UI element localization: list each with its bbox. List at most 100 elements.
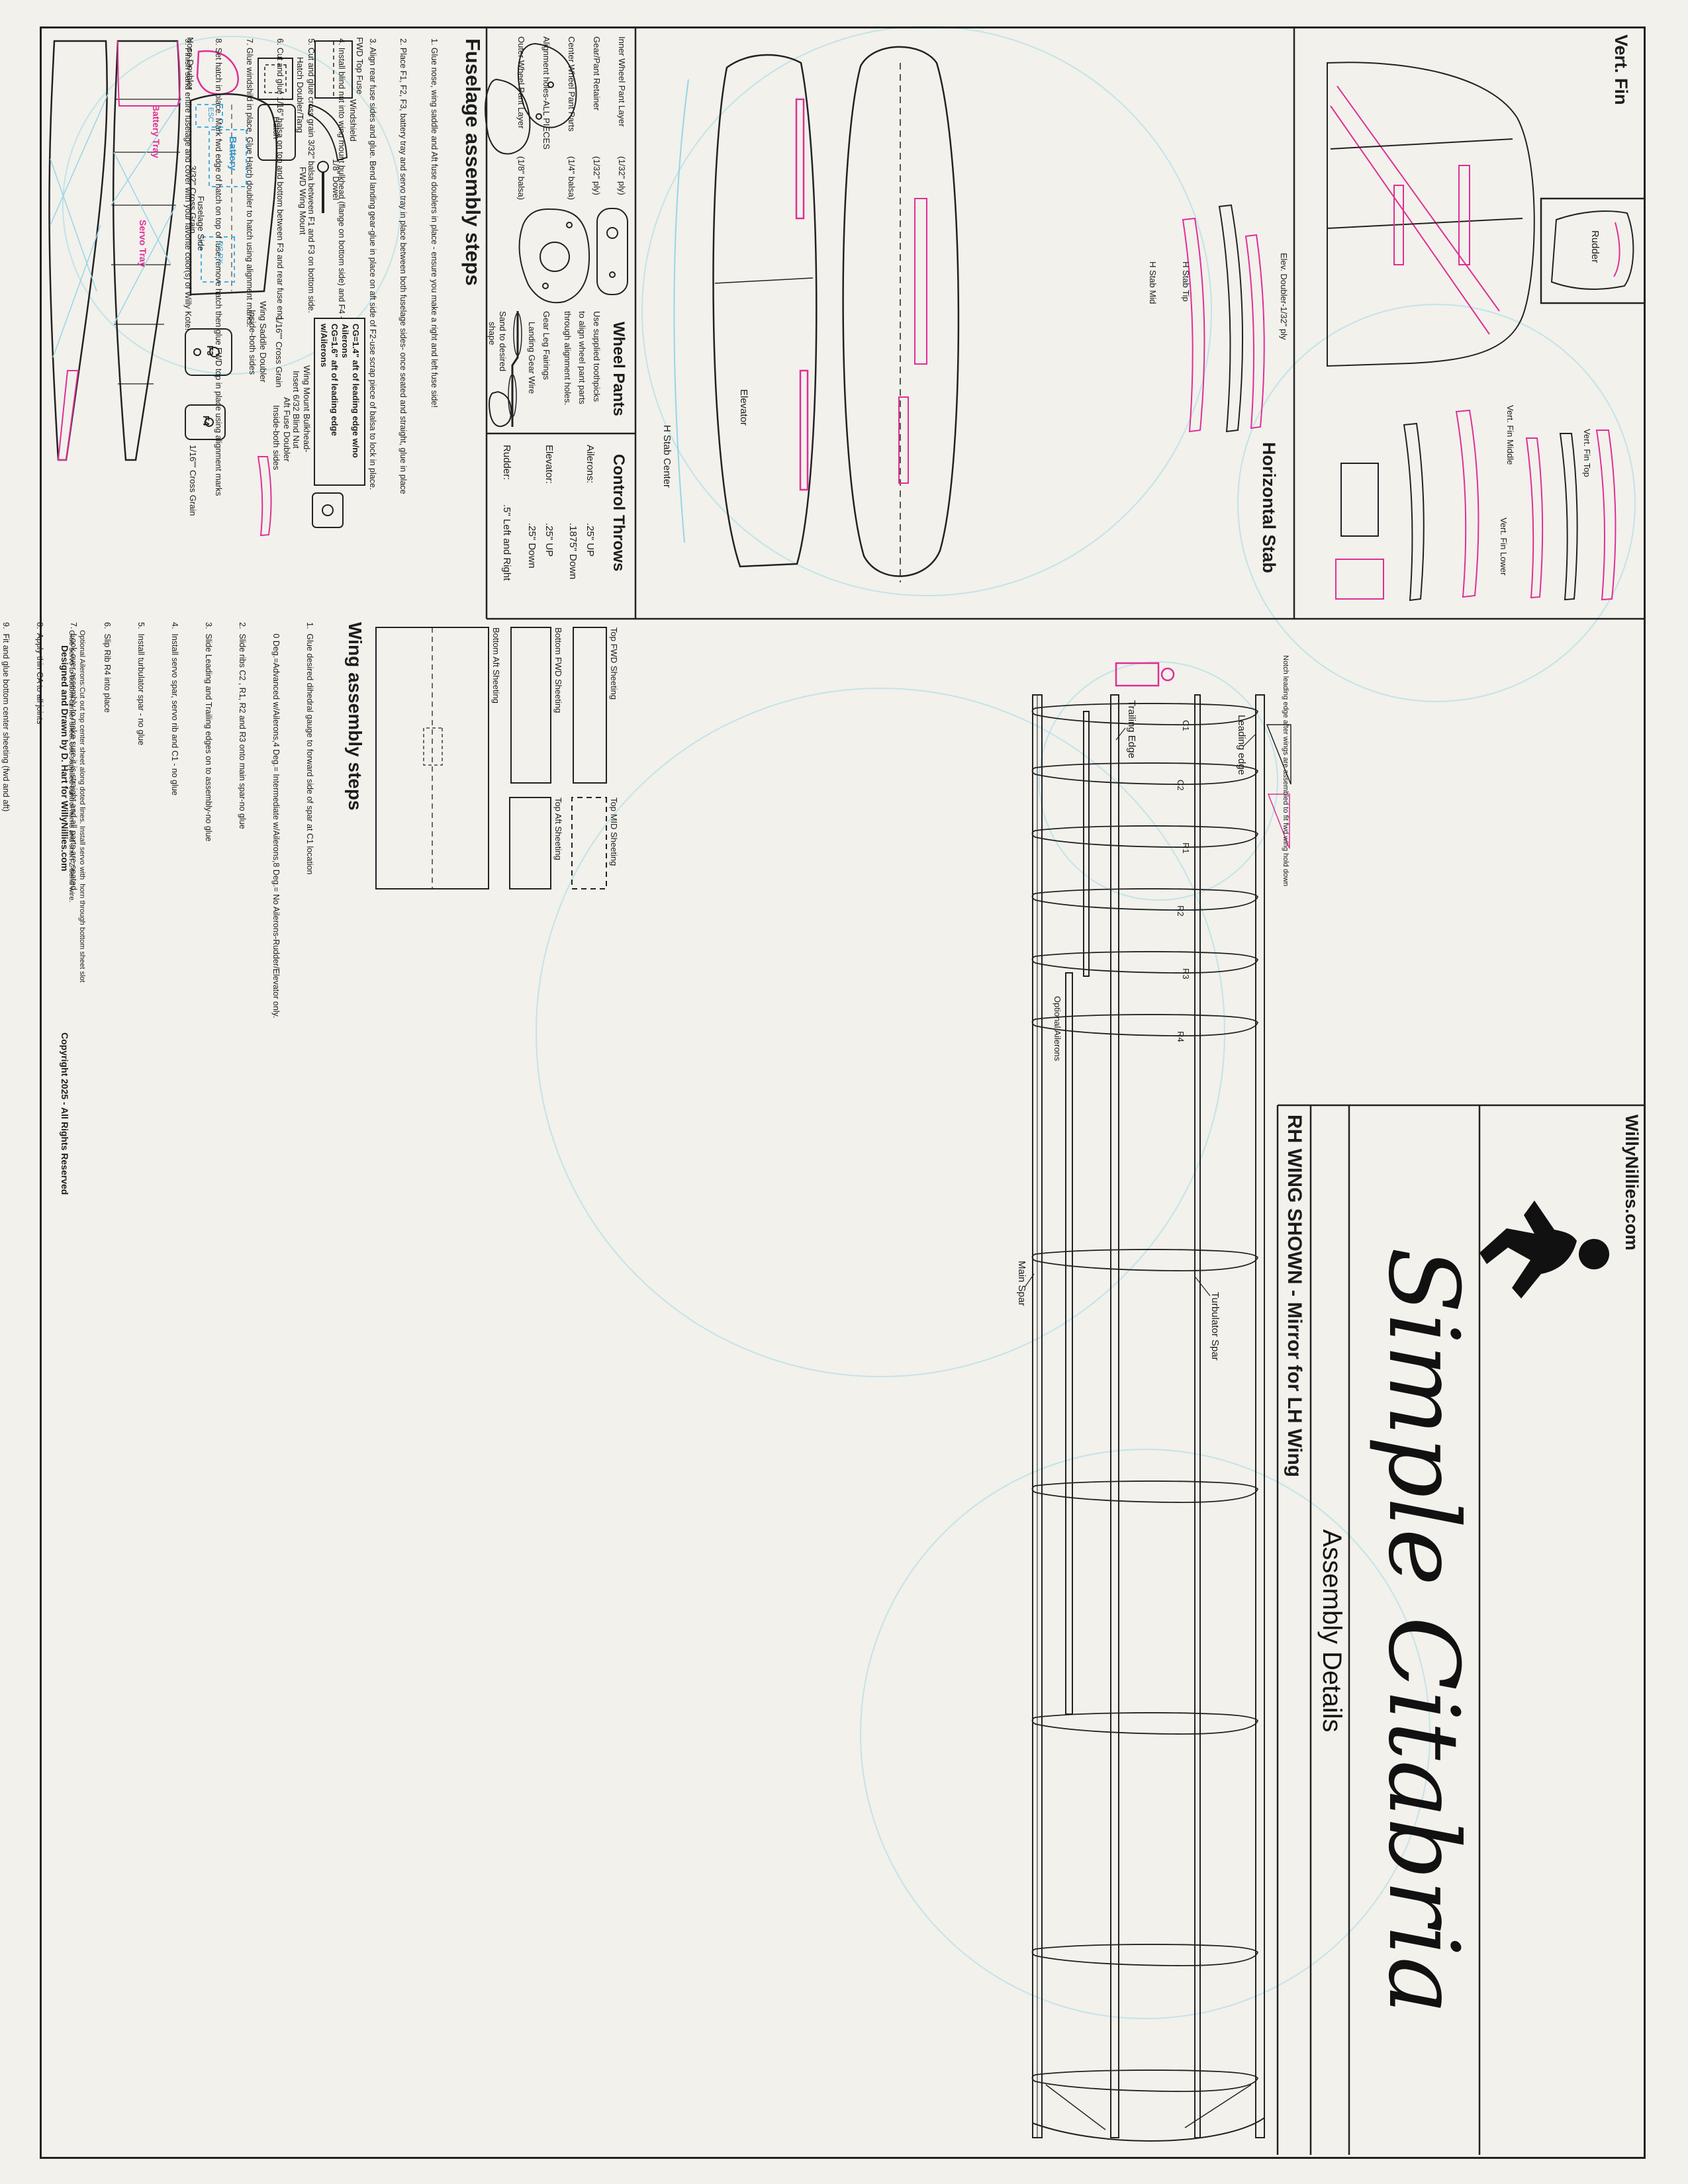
outer-pant-label: Outer Wheel Pant Layer [516,36,526,129]
bottom-fwd-sheeting-label: Bottom FWD Sheeting [553,627,563,713]
vert-fin-top-label: Vert. Fin Top [1582,429,1592,477]
wing-mount-bulkhead-label-1: Wing Mount Bulkhead- [302,365,312,453]
cg-note-box: CG=1.4" aft of leading edge w/no Aileron… [314,318,365,486]
construction-arcs-cyan [62,26,1636,2019]
hatch-doubler-drawing [258,58,293,100]
hstab-plan-drawing [673,46,960,582]
wing-step: 9. Fit and glue bottom center sheeting (… [1,622,11,812]
sand-note-line1: Sand to desired [498,311,508,372]
willynillies-site-label: WillyNillies.com [1622,1115,1642,1251]
fwd-wing-mount-label: FWD Wing Mount [298,167,308,235]
nose-doubler-label: Nose Doubler [185,37,195,90]
outer-pant-material: (1/8" balsa) [516,156,526,201]
trailing-edge-label: Trailing Edge [1126,700,1137,758]
top-fwd-sheeting-label: Top FWD Sheeting [609,627,619,700]
turbulator-spar-label: Turbulator Spar [1209,1292,1221,1361]
footer-copyright: Copyright 2025 - All Rights Reserved [60,1032,70,1195]
bottom-aft-sheeting-label: Bottom Aft Sheeting [491,627,501,704]
fwd-top-fuse-label: FWD Top Fuse [355,37,365,95]
gear-leg-fairings-label: Gear Leg Fairings [541,311,551,381]
rudder-label: Rudder [1589,230,1601,263]
vert-fin-middle-label: Vert. Fin Middle [1505,405,1515,465]
former-f4-drawing [185,404,226,440]
wing-step: 4. Install servo spar, servo rib and C1 … [170,622,179,796]
aft-fuse-doubler-drawing [257,456,272,537]
battery-tray-label: Battery Tray [151,105,162,158]
windshield-label: Windshield [348,99,358,142]
fuselage-step: 8. Set hatch in place. Mark fwd edge of … [214,38,224,496]
wing-plan-drawing [1024,662,1291,2142]
rh-wing-note: RH WING SHOWN - Mirror for LH Wing [1284,1115,1305,1477]
fuselage-step: 7. Glue windshild in place. Glue Hatch d… [245,38,254,328]
sand-note-line2: shape [487,322,497,345]
wing-step: 2. Slide ribs C2 , R1, R2 and R3 onto ma… [238,622,247,829]
wing-mount-bulkhead-label-2: Insert 6/32 Blind Nut [291,371,301,449]
wing-saddle-doubler-label-1: Wing Saddle Doubler [258,301,268,383]
wing-steps-list: 1. Glue desired dihedral gauge to forwar… [0,622,338,1018]
inner-pant-label: Inner Wheel Pant Layer [617,36,627,127]
willynillies-runner-logo [1479,1201,1609,1298]
vert-fin-top-pieces [1525,430,1617,601]
rudder-throw-label: Rudder: [501,445,512,480]
wing-saddle-doubler-label-2: Inside-both sides [248,310,258,375]
fuselage-side-profile-a [111,40,182,461]
fuselage-step: 3. Align rear fuse sides and glue. Bend … [368,38,377,490]
wing-steps-header: Wing assembly steps [345,622,365,811]
hstab-header: Horizontal Stab [1259,442,1279,574]
rc-rx-label: RC RX [216,241,224,264]
former-f4-label: F4 [201,416,211,426]
cg-line-1: CG=1.4" aft of leading edge w/no Aileron… [340,324,361,458]
toothpick-note-line3: through alignment holes. [563,311,573,406]
fuselage-steps-header: Fuselage assembly steps [461,38,485,286]
rib-label-c2: C2 [1176,780,1186,791]
wing-step: 3. Slide Leading and Trailing edges on t… [204,622,213,842]
wing-step: 5. Install turbulator spar - no glue [136,622,146,746]
cg-line-2: CG=1.6" aft of leading edge w/Ailerons [319,324,340,436]
wheel-pant-parts-drawing [485,42,628,304]
toothpick-note-line1: Use supplied toothpicks [592,311,602,402]
hstab-mid-label: H Stab Mid [1148,261,1158,304]
cross-grain-116-label-a: 1/16"" Cross Grain [274,316,284,388]
battery-label: Battery [227,136,238,171]
aileron-throw-up: .25" UP [585,523,596,557]
elev-doubler-label: Elev. Doubler-1/32" ply [1279,253,1289,340]
alignment-holes-label: Alignment holes-ALL PIECES [541,36,551,150]
top-aft-sheeting-label: Top Aft Sheeting [553,797,563,860]
fuselage-side-equipment-drawing [189,93,278,296]
rib-label-r1: R1 [1181,842,1191,854]
elevator-throw-label: Elevator: [543,445,555,484]
vert-fin-lower-label: Vert. Fin Lower [1499,518,1509,576]
windshield-drawing [307,103,348,161]
footer-credit: Designed and Drawn by D. Hart for WillyN… [60,645,70,872]
aft-fuse-doubler-label-2: Inside-both sides [271,405,281,471]
notch-leading-edge-note: Notch leading edge after wings are assem… [1282,655,1289,887]
vert-fin-header: Vert. Fin [1611,34,1631,105]
hstab-tip-label: H Stab Tip [1181,261,1191,302]
servo-tray-label: Servo Tray [138,220,148,267]
rudder-throw-value: .5" Left and Right [501,504,512,581]
inner-pant-material: (1/32" ply) [617,156,627,195]
plan-subtitle: Assembly Details [1317,1529,1346,1733]
dowel-drawing [317,161,329,213]
center-pant-material: (1/4" balsa) [567,156,577,201]
optional-ailerons-label: Optional Ailerons [1053,996,1062,1062]
wing-step: 8. Apply thin CA to all joints [35,622,44,725]
fuselage-step: 9. Finish sand entire fuselage and cover… [183,38,193,331]
nose-doubler-drawing [196,50,239,95]
cross-grain-116-label-b: 1/16"" Cross Grain [188,445,198,516]
wheel-pants-header: Wheel Pants [610,322,628,416]
rib-label-r3: R3 [1181,968,1191,979]
rib-label-c1: C1 [1181,720,1191,731]
optional-ailerons-note-1: Optional Ailerons:Cut out top center she… [78,630,86,983]
wing-step: 1. Glue desired dihedral gauge to forwar… [305,622,314,875]
elevator-throw-up: .25" UP [543,523,555,557]
vert-fin-mid-lower-pieces [1335,409,1479,602]
landing-gear-wire-label: Landing Gear Wire [527,322,537,394]
aileron-throw-down: .1875" Down [567,523,579,580]
landing-gear-wire-drawing [508,311,522,427]
aileron-throw-label: Ailerons: [585,445,596,484]
retainer-material: (1/32" ply) [592,156,602,195]
